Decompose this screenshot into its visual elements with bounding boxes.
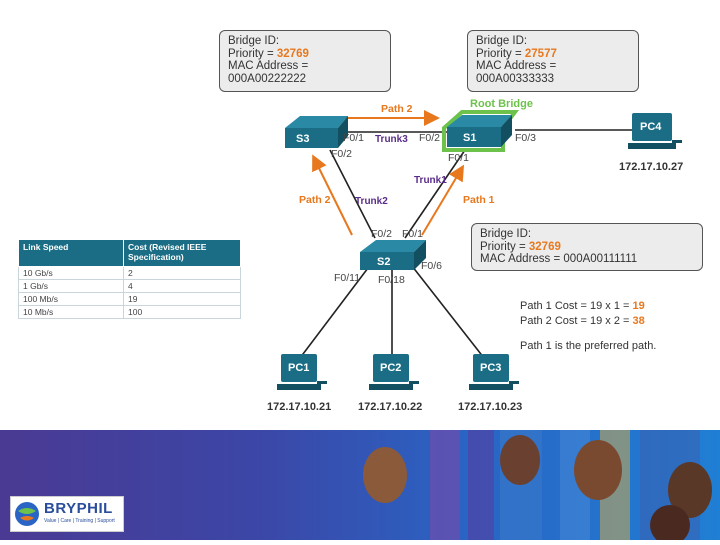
cost-table-cell: 10 Gb/s <box>18 266 124 280</box>
bridge-id-box-s3: Bridge ID: Priority = 32769 MAC Address … <box>219 30 391 92</box>
logo-globe-icon <box>15 502 39 526</box>
cost-table-cell: 100 Mb/s <box>18 292 124 306</box>
bridge-s1-title: Bridge ID: <box>476 35 528 47</box>
path2-top-label: Path 2 <box>381 103 413 115</box>
pc4-ip: 172.17.10.27 <box>619 161 684 173</box>
footer-banner <box>0 430 720 545</box>
cost-table-cell: 19 <box>123 292 241 306</box>
logo-tagline: Value | Care | Training | Support <box>44 518 115 524</box>
pc3-ip: 172.17.10.23 <box>458 401 523 413</box>
link-s2-pc3 <box>411 265 485 359</box>
pc2-label: PC2 <box>380 362 402 374</box>
table-row: 1 Gb/s 4 <box>18 279 241 293</box>
path1-cost-prefix: Path 1 Cost = 19 x 1 = <box>520 300 633 312</box>
cost-table-cell: 100 <box>123 305 241 319</box>
port-s3-f01: F0/1 <box>343 132 365 144</box>
path2-arrow-left <box>312 154 353 236</box>
bridge-s2-title: Bridge ID: <box>480 228 532 240</box>
preferred-path-note: Path 1 is the preferred path. <box>520 340 657 352</box>
switch-s3-label: S3 <box>296 133 310 145</box>
path1-arrow <box>421 164 465 236</box>
bridge-s2-mac: MAC Address = 000A00111111 <box>480 253 638 265</box>
bridge-s1-priority: 27577 <box>524 47 557 60</box>
table-row: 10 Mb/s 100 <box>18 305 241 319</box>
port-s1-f02: F0/2 <box>419 132 441 144</box>
port-s2-f02: F0/2 <box>371 228 393 240</box>
trunk1-label: Trunk1 <box>414 175 447 186</box>
bridge-s3-priority-label: Priority = <box>228 47 277 60</box>
pc3-icon[interactable] <box>469 354 519 390</box>
bridge-s1-mac: 000A00333333 <box>476 72 555 85</box>
link-s3-s2 <box>329 149 376 239</box>
root-bridge-label: Root Bridge <box>470 98 533 110</box>
cost-table-header-cost: Cost (Revised IEEE Specification) <box>123 239 241 267</box>
banner-photo-collage <box>363 430 712 545</box>
switch-s2[interactable] <box>360 240 426 270</box>
pc1-icon[interactable] <box>277 354 327 390</box>
path2-cost-prefix: Path 2 Cost = 19 x 2 = <box>520 315 633 327</box>
port-s2-f01: F0/1 <box>402 228 424 240</box>
path1-cost-value: 19 <box>632 300 645 312</box>
switch-s3[interactable] <box>285 116 348 148</box>
cost-table-cell: 10 Mb/s <box>18 305 124 319</box>
port-s1-f01: F0/1 <box>448 152 470 164</box>
bryphil-logo[interactable]: BRYPHIL Value | Care | Training | Suppor… <box>10 496 124 532</box>
port-s1-f03: F0/3 <box>515 132 537 144</box>
port-s2-f011: F0/11 <box>334 272 361 284</box>
bridge-s3-priority: 32769 <box>276 47 309 60</box>
pc4-label: PC4 <box>640 121 662 133</box>
cost-table-cell: 4 <box>123 279 241 293</box>
path1-cost: Path 1 Cost = 19 x 1 = 19 <box>520 300 645 312</box>
bridge-s2-priority-label: Priority = <box>480 240 529 253</box>
switch-s1-label: S1 <box>463 132 477 144</box>
pc4-icon[interactable] <box>628 113 682 149</box>
pc1-ip: 172.17.10.21 <box>267 401 332 413</box>
bridge-s1-mac-label: MAC Address = <box>476 60 557 72</box>
bridge-s1-priority-label: Priority = <box>476 47 525 60</box>
path2-left-label: Path 2 <box>299 194 331 206</box>
trunk3-label: Trunk3 <box>375 134 408 145</box>
table-row: 100 Mb/s 19 <box>18 292 241 306</box>
port-s2-f06: F0/6 <box>421 260 443 272</box>
trunk2-label: Trunk2 <box>355 196 388 207</box>
bridge-s3-mac: 000A00222222 <box>228 72 307 85</box>
bridge-id-box-s2: Bridge ID: Priority = 32769 MAC Address … <box>471 223 703 271</box>
switch-s1[interactable] <box>442 110 519 152</box>
link-cost-table: Link Speed Cost (Revised IEEE Specificat… <box>18 239 241 319</box>
path1-label: Path 1 <box>463 194 495 206</box>
cost-table-header-speed: Link Speed <box>18 239 124 267</box>
pc2-ip: 172.17.10.22 <box>358 401 423 413</box>
pc1-label: PC1 <box>288 362 310 374</box>
port-s2-f018: F0/18 <box>378 274 405 286</box>
link-s2-pc1 <box>299 267 369 359</box>
path2-cost-value: 38 <box>632 315 645 327</box>
bridge-s2-priority: 32769 <box>528 240 561 253</box>
bridge-s3-mac-label: MAC Address = <box>228 60 309 72</box>
switch-s2-label: S2 <box>377 256 391 268</box>
cost-table-cell: 1 Gb/s <box>18 279 124 293</box>
bridge-s3-title: Bridge ID: <box>228 35 280 47</box>
path2-cost: Path 2 Cost = 19 x 2 = 38 <box>520 315 645 327</box>
cost-table-cell: 2 <box>123 266 241 280</box>
bridge-id-box-s1: Bridge ID: Priority = 27577 MAC Address … <box>467 30 639 92</box>
pc3-label: PC3 <box>480 362 502 374</box>
logo-brand: BRYPHIL <box>44 500 113 517</box>
pc2-icon[interactable] <box>369 354 419 390</box>
table-row: 10 Gb/s 2 <box>18 266 241 280</box>
topology-diagram <box>277 110 682 390</box>
port-s3-f02: F0/2 <box>331 148 353 160</box>
